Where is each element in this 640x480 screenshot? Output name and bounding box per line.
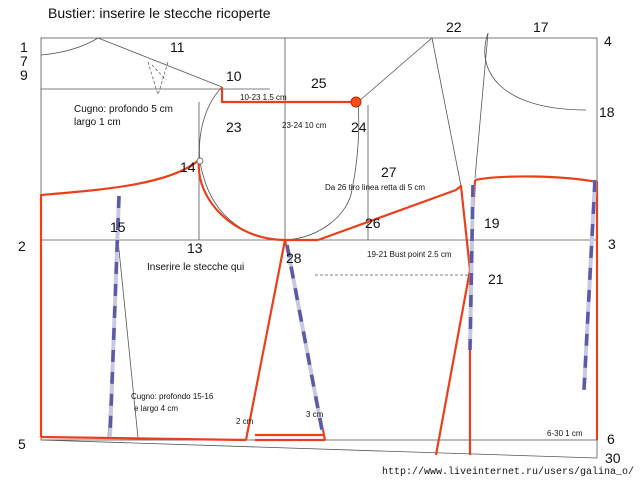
front-neckline: [484, 32, 587, 111]
measurement-notes: Cugno: profondo 5 cm largo 1 cm 10-23 1.…: [74, 93, 583, 438]
point-2: 2: [18, 238, 26, 254]
point-1: 1: [20, 39, 28, 55]
note-bust-point: 19-21 Bust point 2.5 cm: [367, 250, 452, 259]
point-11: 11: [170, 39, 185, 55]
point-3: 3: [608, 236, 616, 252]
point-24: 24: [351, 119, 367, 135]
line-22-19: [431, 37, 462, 187]
back-shoulder: [97, 37, 223, 88]
note-dart-bottom-2: e largo 4 cm: [134, 404, 178, 413]
front-top: [474, 175, 599, 440]
pattern-lines: [39, 87, 599, 456]
point-30: 30: [605, 450, 621, 466]
point-6: 6: [607, 431, 615, 447]
point-22: 22: [446, 19, 462, 35]
point-13: 13: [187, 240, 203, 256]
note-23-24: 23-24 10 cm: [282, 121, 327, 130]
boning-lines: [108, 179, 597, 438]
center-dart-left: [244, 239, 287, 441]
point-23: 23: [226, 119, 242, 135]
point-9: 9: [20, 67, 28, 83]
point-24-marker: [350, 96, 362, 108]
point-27: 27: [381, 164, 397, 180]
point-7: 7: [20, 53, 28, 69]
point-10: 10: [226, 68, 242, 84]
note-dart-bottom-1: Cugno: profondo 15-16: [131, 392, 214, 401]
line-26: [317, 188, 457, 242]
note-3cm: 3 cm: [306, 410, 324, 419]
upper-edge: [220, 87, 358, 104]
point-5: 5: [18, 436, 26, 452]
diagram-title: Bustier: inserire le stecche ricoperte: [48, 5, 271, 21]
construction-lines: [40, 32, 598, 459]
point-26: 26: [365, 215, 381, 231]
point-15: 15: [110, 219, 126, 235]
point-14-marker: [196, 157, 204, 165]
waist-back: [40, 435, 247, 442]
note-dart-top-1: Cugno: profondo 5 cm: [74, 104, 173, 115]
front-side-1: [455, 184, 472, 455]
note-2cm: 2 cm: [236, 417, 254, 426]
note-dart-top-2: largo 1 cm: [74, 117, 121, 128]
back-panel-edge: [39, 159, 200, 437]
point-21: 21: [488, 271, 504, 287]
front-dart-left: [434, 269, 472, 456]
line-17-21: [474, 32, 489, 179]
dart-bottom-right: [117, 239, 139, 439]
top-dart: [147, 61, 169, 96]
waist-line: [40, 439, 598, 459]
point-28: 28: [286, 250, 302, 266]
point-labels: 1 7 9 11 10 25 22 17 4 18 23 24 14 27 15…: [18, 19, 621, 466]
point-25: 25: [311, 75, 327, 91]
note-insert-boning: Inserire le stecche qui: [147, 262, 244, 273]
note-6-30: 6-30 1 cm: [547, 429, 583, 438]
point-17: 17: [533, 19, 549, 35]
point-19: 19: [484, 215, 500, 231]
point-18: 18: [599, 104, 615, 120]
point-14: 14: [180, 159, 196, 175]
note-line-26: Da 26 tiro linea retta di 5 cm: [325, 183, 425, 192]
note-10-23: 10-23 1.5 cm: [240, 93, 287, 102]
front-shoulder: [357, 37, 433, 103]
back-neckline: [40, 37, 99, 56]
point-4: 4: [604, 33, 612, 49]
cup-curve: [197, 159, 318, 242]
source-url: http://www.liveinternet.ru/users/galina_…: [382, 466, 634, 478]
